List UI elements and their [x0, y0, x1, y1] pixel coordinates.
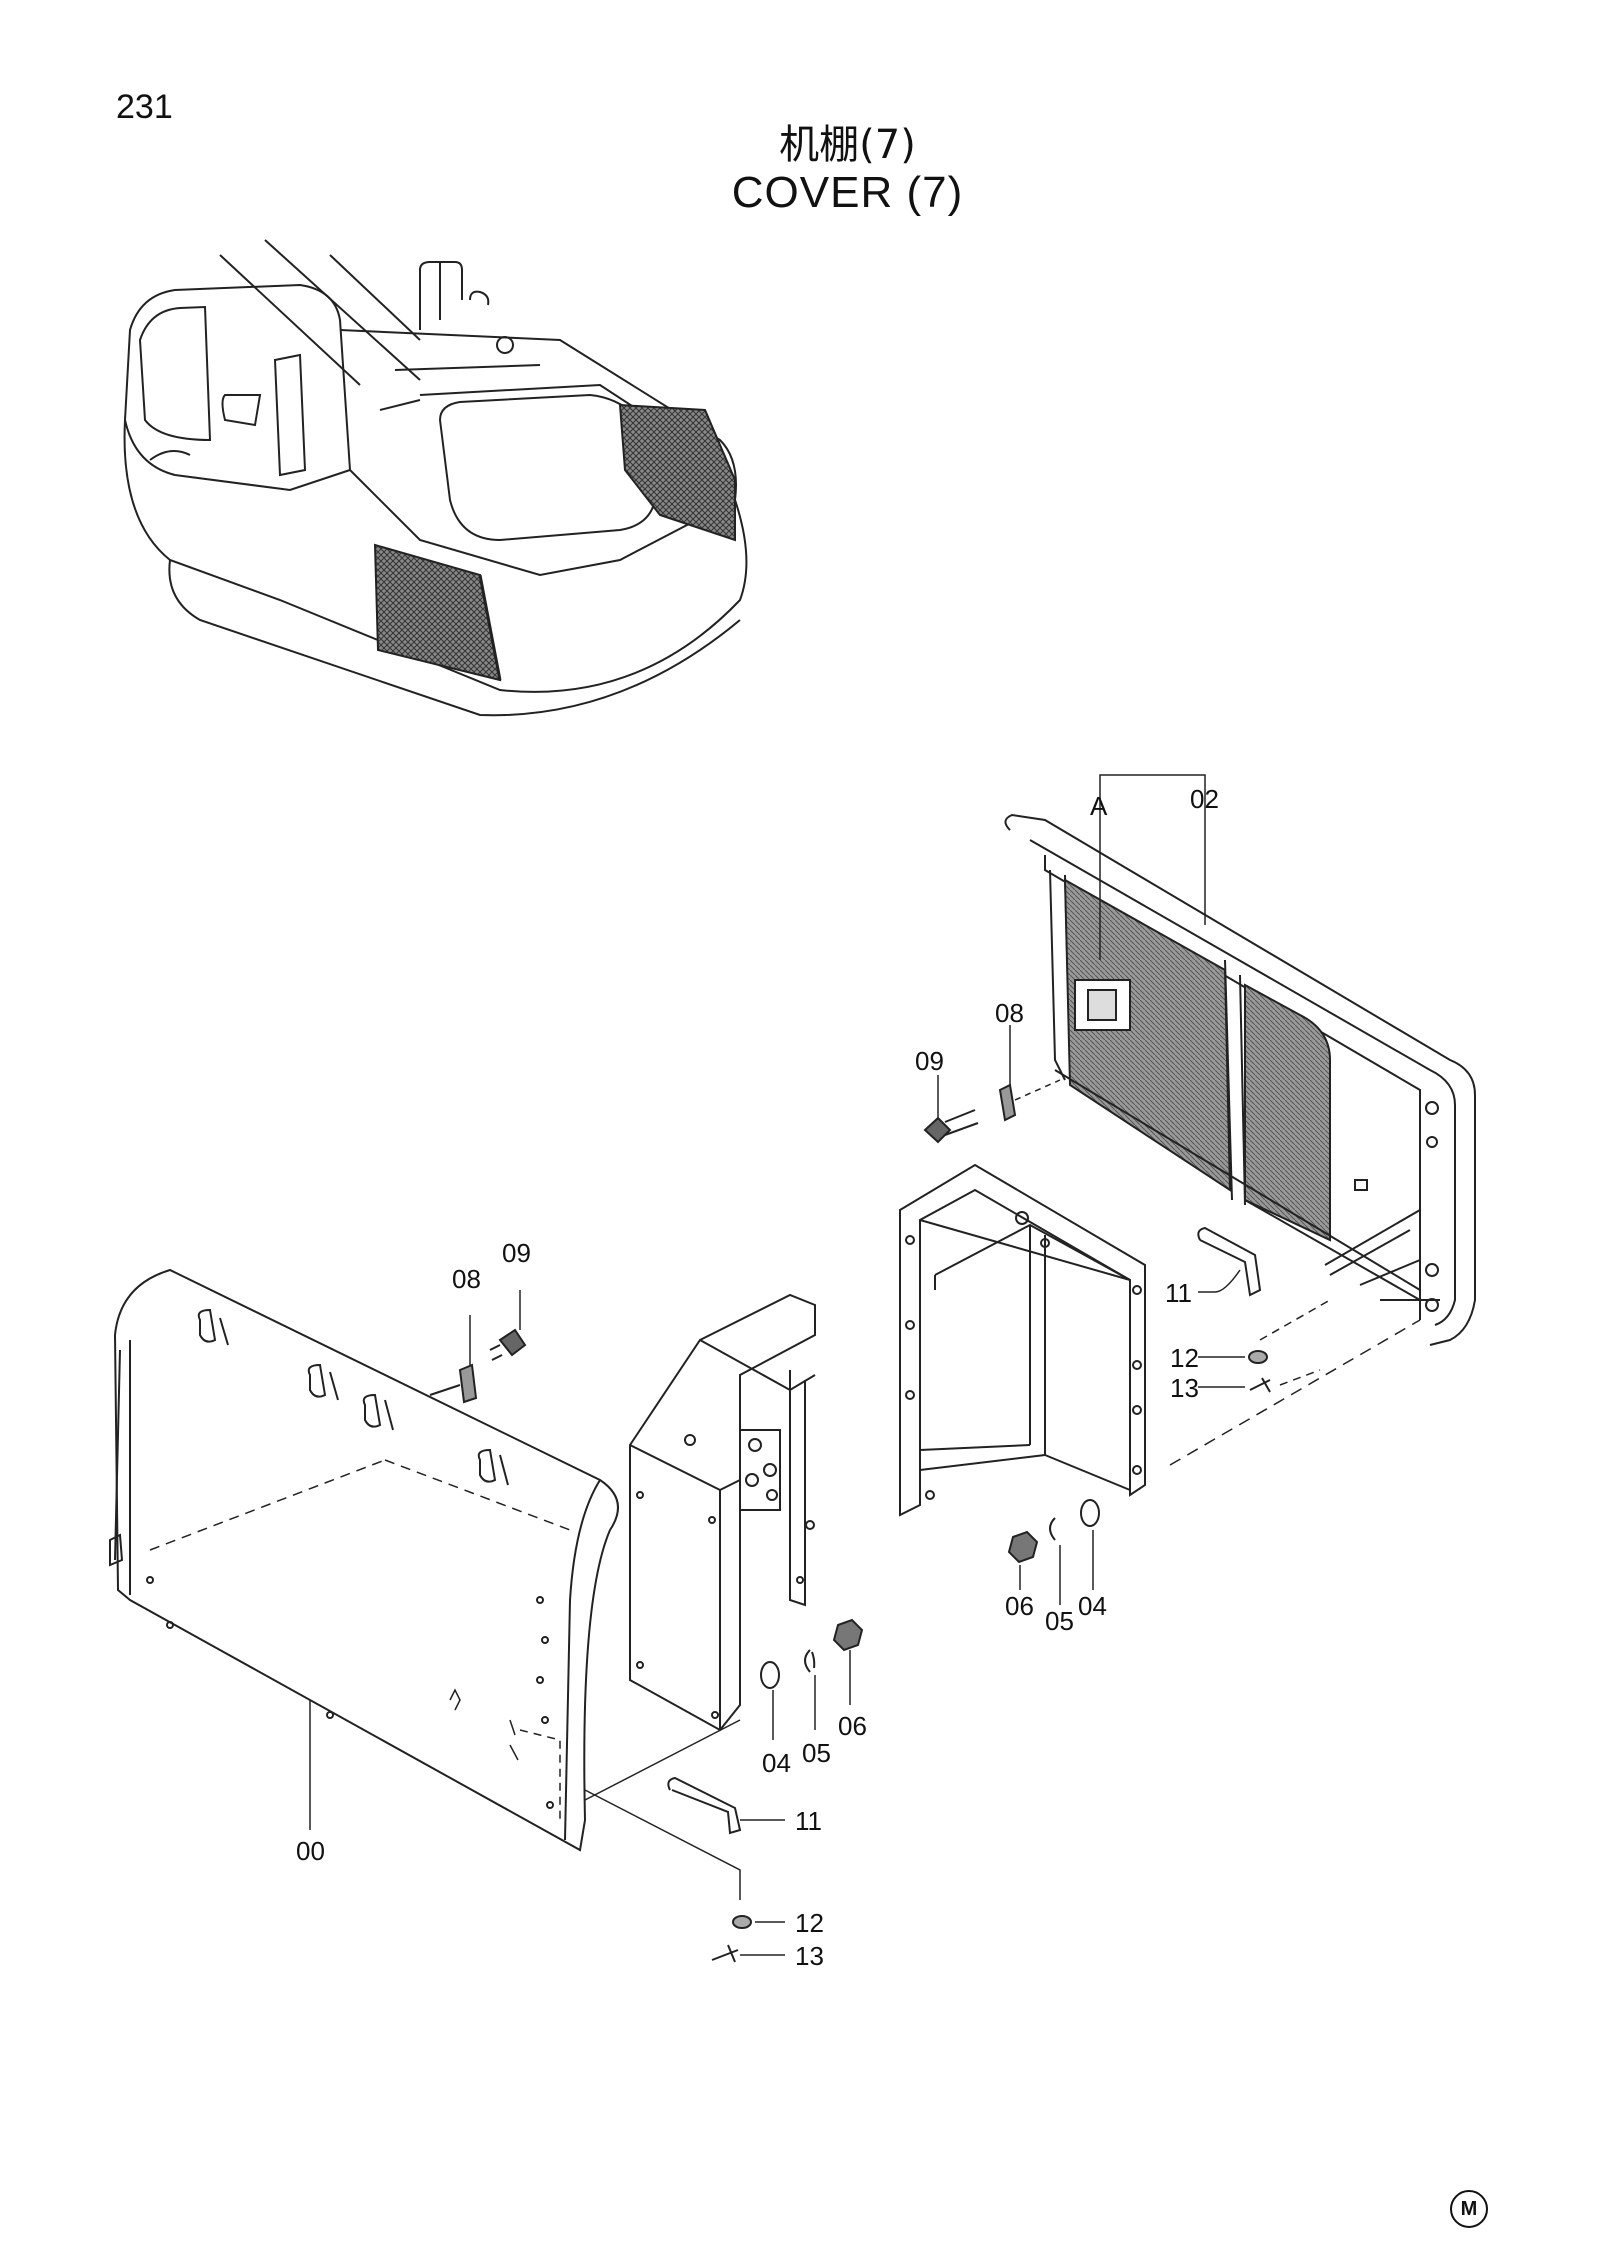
callout-13-left: 13	[795, 1941, 824, 1971]
hinge-frame-left	[629, 1293, 816, 1732]
bolt-09-left	[498, 1328, 527, 1357]
washer-04-right	[1080, 1499, 1100, 1527]
hardware	[429, 1079, 1421, 1963]
callout-04-left: 04	[762, 1748, 791, 1778]
callout-05-left: 05	[802, 1738, 831, 1768]
page-title-chinese: 机棚(7)	[779, 122, 916, 168]
clip-08-left	[458, 1363, 478, 1404]
callout-labels: A 02 08 09 11 12 13 06 05 04 08 09 04 05…	[296, 784, 1219, 1971]
lockwasher-05-right	[1049, 1517, 1056, 1541]
washer-12-right	[1248, 1350, 1268, 1364]
callout-08-top: 08	[995, 998, 1024, 1028]
mesh-panel-left	[1063, 878, 1232, 1192]
lockwasher-05-left	[804, 1649, 816, 1673]
nut-06-right	[1007, 1530, 1039, 1564]
washer-04-left	[760, 1661, 780, 1689]
engine-hood	[339, 329, 737, 577]
callout-06-right: 06	[1005, 1591, 1034, 1621]
mesh-panel-right	[1244, 983, 1331, 1242]
view-label-a: A	[1090, 791, 1108, 821]
callout-02: 02	[1190, 784, 1219, 814]
washer-12-left	[732, 1915, 752, 1929]
side-cover-door	[109, 1268, 619, 1852]
callout-04-right: 04	[1078, 1591, 1107, 1621]
manufacturer-mark: M	[1450, 2190, 1488, 2228]
excavator-overview	[123, 239, 748, 717]
cab	[123, 283, 352, 492]
callout-05-right: 05	[1045, 1606, 1074, 1636]
callout-09-left: 09	[502, 1238, 531, 1268]
pin-13-left	[711, 1944, 739, 1963]
clip-08-top	[998, 1083, 1017, 1122]
pin-13-right	[1249, 1377, 1271, 1393]
callout-09-top: 09	[915, 1046, 944, 1076]
callout-00: 00	[296, 1836, 325, 1866]
leader-lines	[309, 1025, 1245, 1956]
nut-06-left	[832, 1618, 864, 1652]
callout-11-left: 11	[795, 1806, 822, 1836]
page-number: 231	[116, 88, 173, 126]
hinge-frame-right	[899, 1163, 1146, 1517]
rear-cover-assembly	[1004, 774, 1476, 1346]
side-mesh-cover	[373, 543, 502, 682]
callout-13-right: 13	[1170, 1373, 1199, 1403]
handle-11-left	[667, 1776, 742, 1835]
bolt-09-top	[923, 1116, 952, 1144]
callout-06-left: 06	[838, 1711, 867, 1741]
rear-mesh-cover	[618, 403, 736, 542]
callout-11-right: 11	[1165, 1278, 1192, 1308]
page-title: COVER (7)	[731, 168, 964, 217]
handle-11-right	[1197, 1226, 1262, 1297]
callout-12-left: 12	[795, 1908, 824, 1938]
callout-08-left: 08	[452, 1264, 481, 1294]
callout-12-right: 12	[1170, 1343, 1199, 1373]
counterweight	[123, 419, 748, 693]
